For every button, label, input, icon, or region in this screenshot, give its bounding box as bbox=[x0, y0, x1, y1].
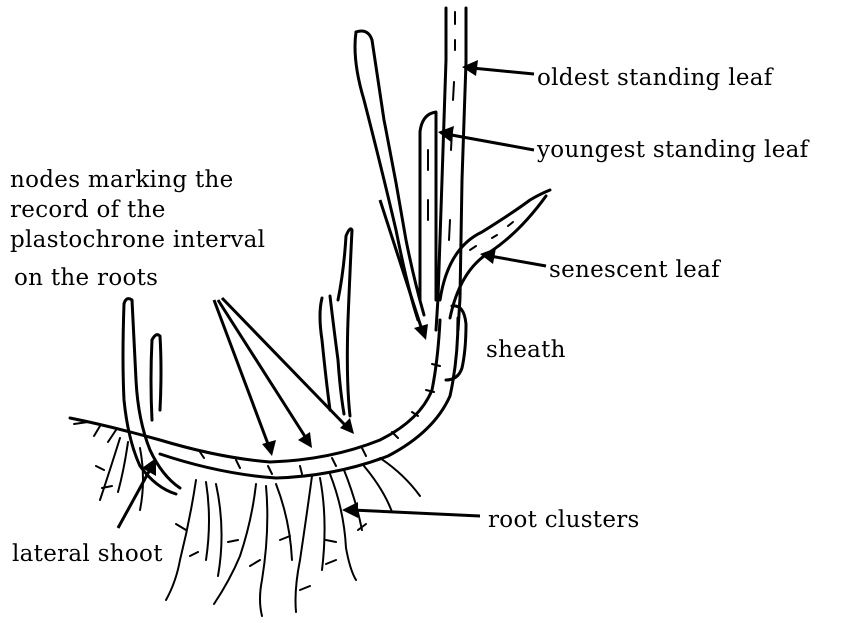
label-sheath: sheath bbox=[486, 336, 566, 364]
label-oldest-standing-leaf: oldest standing leaf bbox=[537, 64, 773, 92]
arrow-senescent-leaf bbox=[490, 256, 546, 266]
arrow-root-clusters bbox=[352, 510, 480, 516]
arrow-node-4 bbox=[380, 200, 422, 330]
left-leaf bbox=[355, 31, 424, 320]
arrow-oldest-leaf bbox=[472, 68, 534, 74]
root-clusters bbox=[96, 438, 420, 616]
senescent-leaf bbox=[440, 190, 550, 318]
arrowhead-root-clusters bbox=[342, 502, 358, 518]
arrow-node-3 bbox=[222, 298, 346, 426]
arrow-youngest-leaf bbox=[446, 134, 534, 150]
label-root-clusters: root clusters bbox=[488, 506, 640, 534]
middle-shoot bbox=[320, 229, 352, 416]
label-nodes-line-4: on the roots bbox=[14, 264, 158, 292]
label-nodes-line-3: plastochrone interval bbox=[10, 226, 265, 254]
label-lateral-shoot: lateral shoot bbox=[12, 540, 163, 568]
label-nodes-line-2: record of the bbox=[10, 196, 166, 224]
youngest-standing-leaf bbox=[420, 112, 436, 300]
arrowhead-node-4 bbox=[414, 324, 428, 340]
label-nodes-line-1: nodes marking the bbox=[10, 166, 234, 194]
arrowhead-node-1 bbox=[262, 440, 276, 456]
arrow-node-1 bbox=[214, 300, 268, 444]
label-senescent-leaf: senescent leaf bbox=[549, 256, 720, 284]
label-youngest-standing-leaf: youngest standing leaf bbox=[537, 136, 808, 164]
